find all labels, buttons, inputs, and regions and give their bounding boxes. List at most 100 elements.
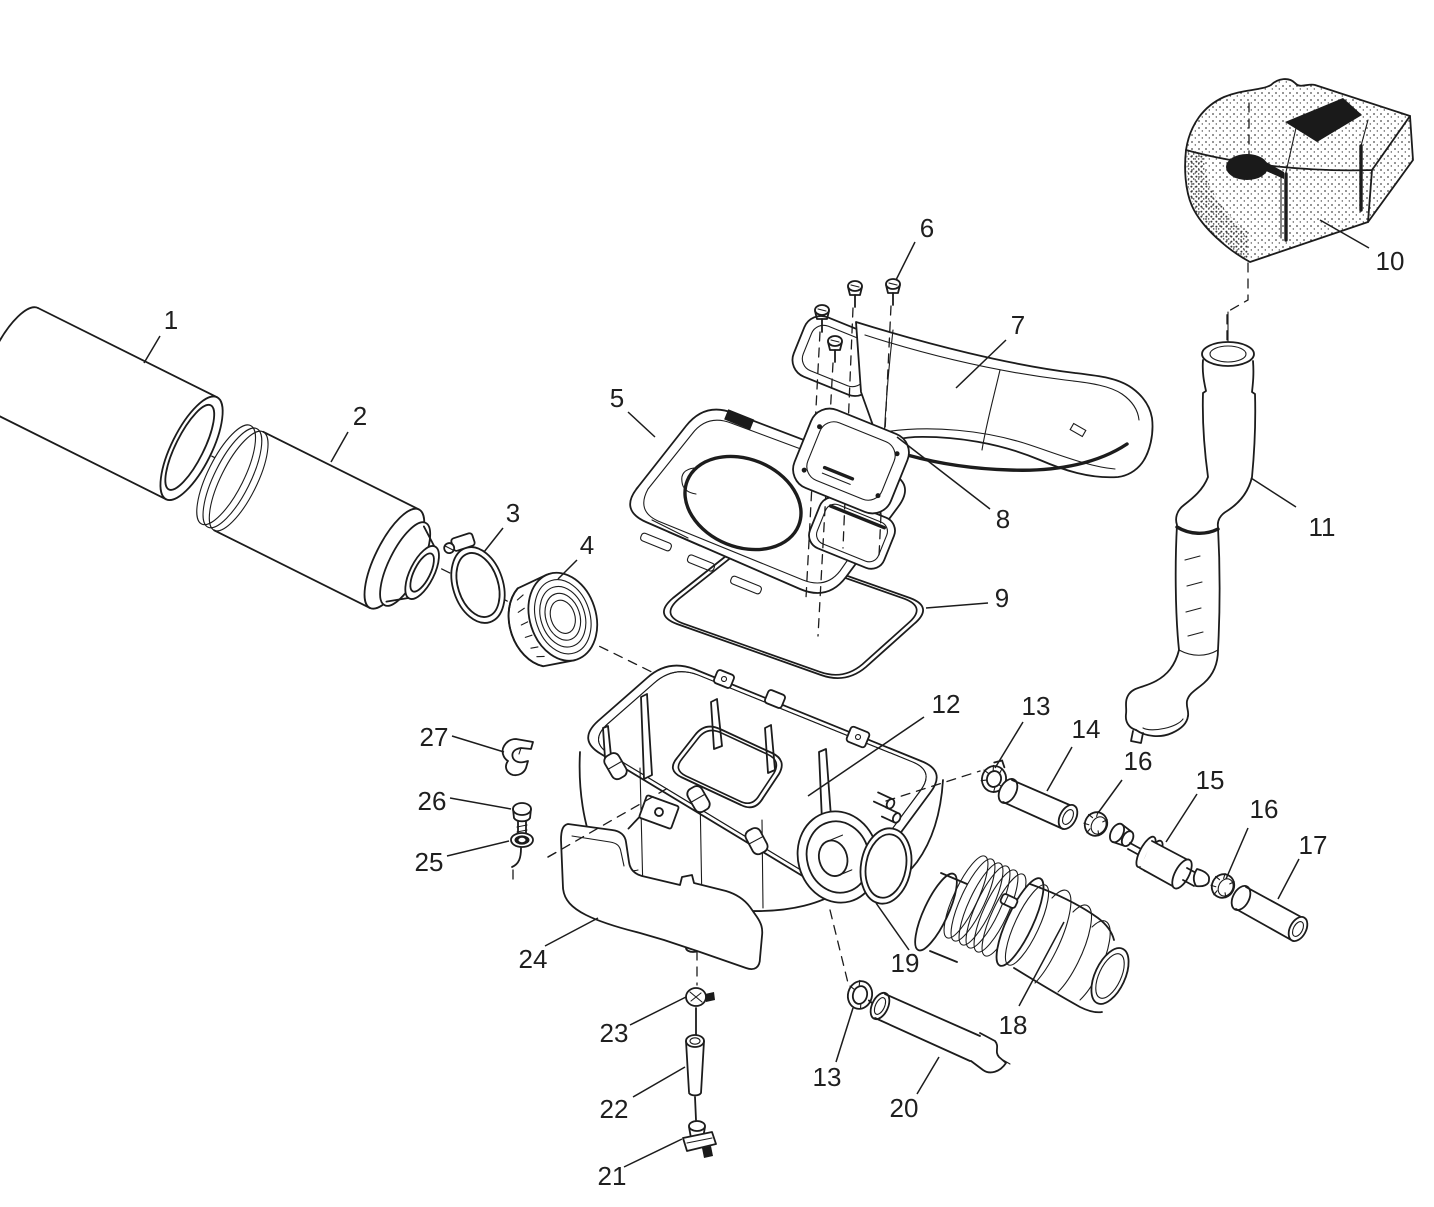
part-foam-block (1184, 78, 1414, 353)
callout-air-filter-element-2: 2 (330, 401, 367, 463)
callout-washer-25: 25 (415, 840, 510, 877)
callout-outlet-boot-18: 18 (999, 921, 1065, 1040)
part-number-label-22: 22 (600, 1094, 629, 1124)
part-number-label-13: 13 (1022, 691, 1051, 721)
leader-line-2 (330, 431, 349, 463)
callout-nut-16: 16 (1097, 746, 1153, 814)
callout-hose-17: 17 (1277, 830, 1328, 900)
part-number-label-17: 17 (1299, 830, 1328, 860)
part-outlet-boot (914, 855, 1130, 1014)
part-number-label-11: 11 (1309, 512, 1336, 542)
part-clip-27 (501, 738, 534, 777)
leader-line-13 (994, 721, 1024, 769)
part-drain-fitting-21 (682, 1120, 717, 1158)
part-number-label-14: 14 (1072, 714, 1101, 744)
part-number-label-15: 15 (1196, 765, 1225, 795)
part-number-label-3: 3 (506, 498, 520, 528)
leader-line-12 (807, 716, 925, 797)
leader-line-21 (623, 1138, 683, 1168)
leader-line-27 (451, 735, 505, 753)
callout-drain-tube-22: 22 (600, 1066, 686, 1124)
leader-line-5 (627, 411, 656, 438)
part-number-label-2: 2 (353, 401, 367, 431)
centerline-to-drain-chain (885, 770, 981, 802)
leader-line-4 (557, 559, 578, 580)
callout-foam-block-10: 10 (1319, 219, 1405, 276)
part-nut-upper (1083, 810, 1109, 837)
callout-o-ring-19: 19 (875, 902, 920, 978)
part-number-label-27: 27 (420, 722, 449, 752)
centerline-over-shield (547, 787, 669, 858)
part-drain-hose (997, 778, 1079, 830)
leader-line-3 (483, 527, 504, 553)
part-nut-lower (1210, 872, 1236, 899)
part-number-label-16: 16 (1250, 794, 1279, 824)
part-clamp-23 (685, 987, 715, 1007)
callout-clamp-13: 13 (994, 691, 1051, 769)
leader-line-25 (446, 840, 510, 857)
part-number-label-18: 18 (999, 1010, 1028, 1040)
part-number-label-20: 20 (890, 1093, 919, 1123)
part-number-label-25: 25 (415, 847, 444, 877)
callout-vent-tube-11: 11 (1250, 477, 1336, 542)
callout-clip-27: 27 (420, 722, 505, 753)
part-number-label-24: 24 (519, 944, 548, 974)
part-number-label-19: 19 (891, 948, 920, 978)
leader-line-11 (1250, 477, 1297, 508)
leader-line-17 (1277, 858, 1300, 900)
part-number-label-13: 13 (813, 1062, 842, 1092)
part-screw-26 (512, 802, 532, 839)
part-number-label-8: 8 (996, 504, 1010, 534)
callout-screws-6: 6 (895, 213, 934, 281)
callout-drain-hose-14: 14 (1046, 714, 1101, 792)
callout-intake-duct-7: 7 (955, 310, 1025, 389)
callout-hose-20: 20 (890, 1056, 940, 1123)
callout-retaining-ring-nut-4: 4 (557, 530, 594, 580)
part-drain-tube-22 (685, 1034, 705, 1097)
part-hose-clamp (443, 532, 506, 624)
part-number-label-26: 26 (418, 786, 447, 816)
callout-drain-valve-15: 15 (1165, 765, 1225, 843)
leader-line-16 (1097, 779, 1123, 814)
part-cover-seal (663, 544, 924, 679)
callout-airbox-cover-5: 5 (610, 383, 656, 438)
part-number-label-12: 12 (932, 689, 961, 719)
part-drain-valve (1109, 822, 1210, 890)
part-hose-20 (869, 991, 1011, 1074)
part-number-label-21: 21 (598, 1161, 627, 1191)
leader-line-9 (925, 602, 989, 609)
centerline-to-hose-20 (829, 909, 849, 984)
callout-adapter-plate-8: 8 (896, 436, 1010, 534)
part-o-ring (859, 827, 913, 905)
leader-line-6 (895, 241, 916, 281)
drain-line-b (694, 1096, 697, 1121)
leader-line-10 (1319, 219, 1370, 249)
leader-line-16 (1225, 827, 1249, 880)
leader-line-18 (1018, 921, 1065, 1007)
part-number-label-9: 9 (995, 583, 1009, 613)
leader-line-20 (916, 1056, 940, 1095)
leader-line-7 (955, 339, 1007, 389)
part-intake-tube (0, 306, 224, 501)
part-adapter-plate (792, 407, 910, 515)
part-number-label-10: 10 (1376, 246, 1405, 276)
leader-line-22 (632, 1066, 686, 1098)
callout-hose-clamp-3: 3 (483, 498, 520, 553)
part-splash-shield (560, 823, 764, 971)
leader-line-26 (449, 797, 512, 810)
leader-line-23 (629, 996, 687, 1026)
part-hose-17 (1230, 885, 1309, 942)
part-washer-25 (510, 832, 534, 881)
callout-intake-tube-1: 1 (143, 305, 178, 364)
leader-line-8 (896, 436, 991, 510)
leader-line-15 (1165, 793, 1198, 843)
part-vent-tube (1124, 311, 1257, 744)
callout-splash-shield-24: 24 (519, 917, 599, 974)
part-air-filter-element (196, 424, 440, 610)
leader-line-13 (835, 1007, 854, 1063)
part-ring-nut (507, 571, 599, 668)
part-number-label-16: 16 (1124, 746, 1153, 776)
